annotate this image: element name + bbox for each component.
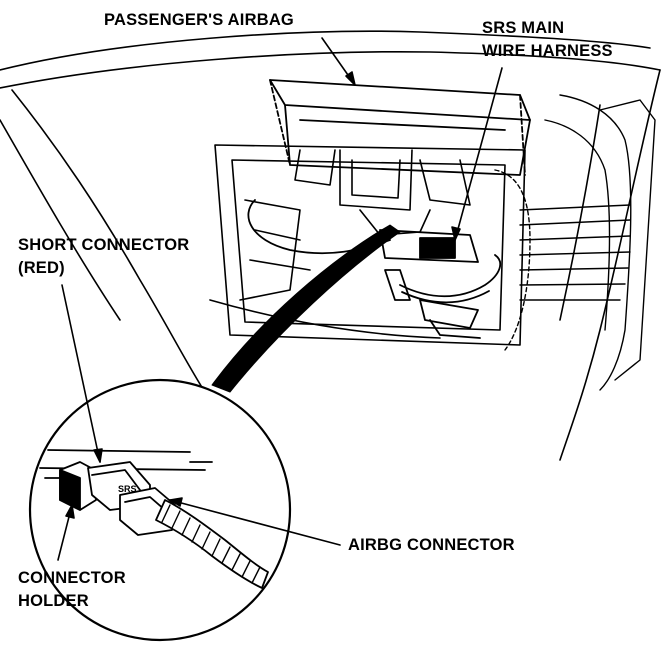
passenger-airbag-label: PASSENGER'S AIRBAG [104,11,294,29]
door-edge [494,94,656,391]
dashboard-outline [0,30,661,461]
connector-holder-label-line1: CONNECTOR [18,569,126,587]
airbag-connector-label: AIRBG CONNECTOR [348,536,515,554]
short-connector-label-line2: (RED) [18,259,65,277]
srs-main-harness-label-line1: SRS MAIN [482,19,565,37]
airbag-brackets [294,149,471,236]
zoom-beam [211,224,401,393]
short-connector-label-line1: SHORT CONNECTOR [18,236,190,254]
harness-tube [155,499,269,589]
connector-holder-label-line2: HOLDER [18,592,89,610]
inset-leader-lines [57,284,341,561]
svg-text:SRS: SRS [118,484,137,494]
upper-leader-lines [321,37,503,241]
passenger-airbag-module [269,79,531,176]
srs-main-harness-label-line2: WIRE HARNESS [482,42,613,60]
glove-box-opening [214,144,526,346]
tube-ribs [161,504,261,584]
inset-contents: SRS [39,449,269,589]
